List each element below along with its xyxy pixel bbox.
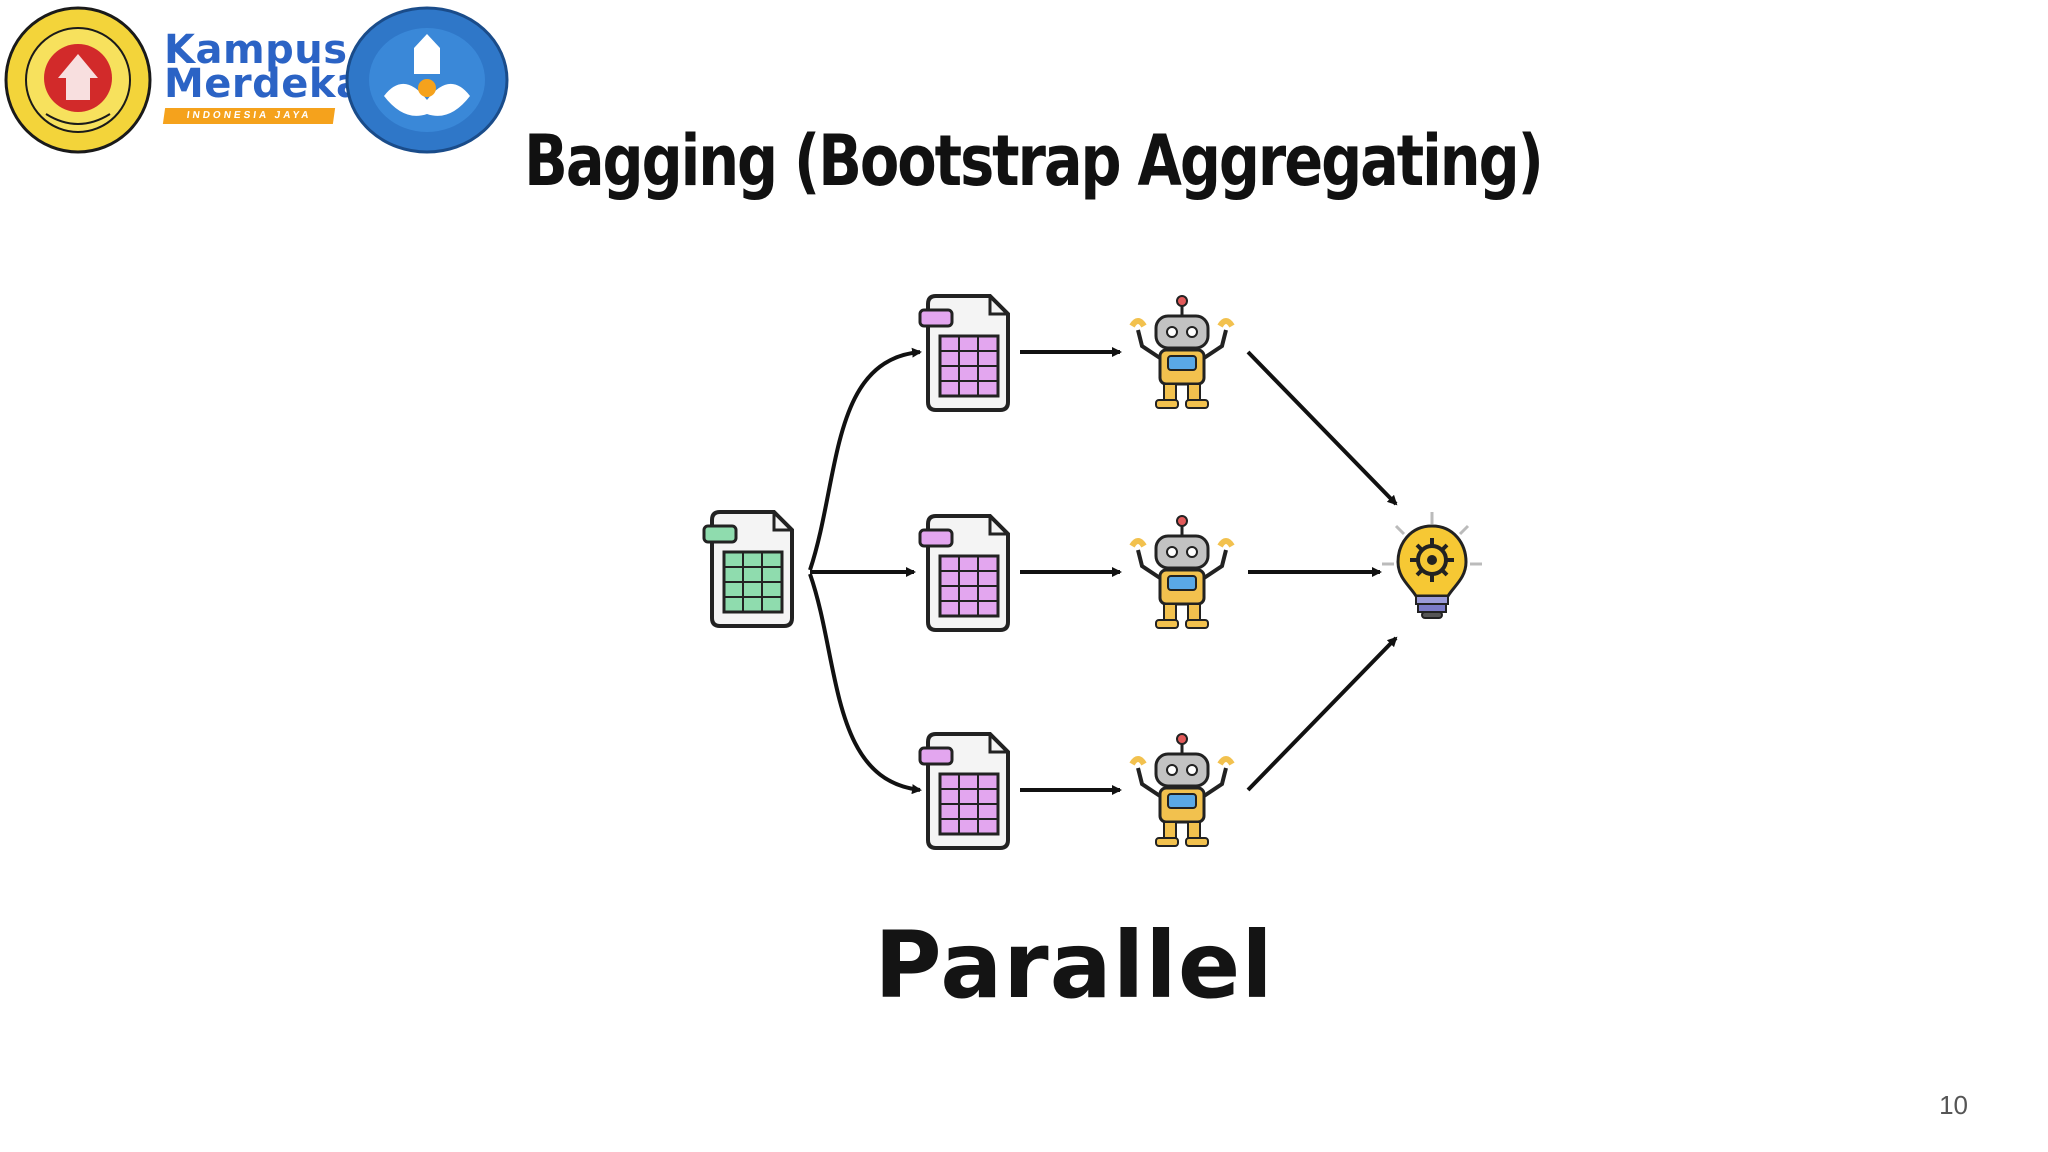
model-robot-icon-1 <box>1132 296 1232 408</box>
bootstrap-sample-icon-1 <box>918 294 1010 412</box>
university-logo <box>2 4 154 156</box>
kemdikbud-logo <box>344 4 510 156</box>
original-dataset-icon <box>702 510 794 628</box>
aggregate-arrow-top <box>1246 350 1398 506</box>
model-robot-icon-2 <box>1132 516 1232 628</box>
kampus-merdeka-logo: Kampus Merdeka INDONESIA JAYA <box>162 30 363 130</box>
merdeka-text: Merdeka <box>164 61 364 107</box>
bootstrap-sample-icon-2 <box>918 514 1010 632</box>
bagging-diagram <box>702 280 1482 850</box>
diagram-caption: Parallel <box>874 912 1274 1019</box>
slide-title: Bagging (Bootstrap Aggregating) <box>524 120 1544 202</box>
split-arrow-bottom <box>808 573 922 795</box>
page-number: 10 <box>1939 1090 1968 1120</box>
kampus-text: Kampus <box>164 27 348 73</box>
aggregate-arrow-bottom <box>1246 636 1398 792</box>
university-seal-icon <box>4 6 152 154</box>
lightbulb-gear-icon <box>1382 512 1482 619</box>
tut-wuri-handayani-icon <box>345 6 509 154</box>
model-robot-icon-3 <box>1132 734 1232 846</box>
split-arrow-top <box>808 347 922 571</box>
bootstrap-sample-icon-3 <box>918 732 1010 850</box>
